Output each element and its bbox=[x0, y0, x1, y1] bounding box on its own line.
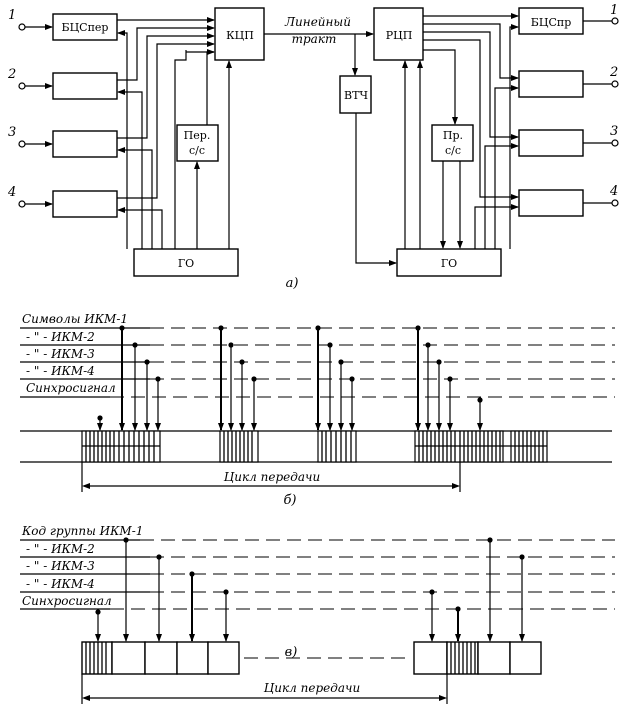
rcp-label: РЦП bbox=[386, 29, 413, 42]
bcs-send-block bbox=[52, 13, 118, 41]
encoder-block-2 bbox=[52, 72, 118, 100]
kcp-block bbox=[214, 7, 265, 61]
row-label-b-1: Символы ИКМ-1 bbox=[22, 312, 128, 326]
output-number-1: 1 bbox=[610, 3, 618, 18]
bcs-recv-label: БЦСпр bbox=[531, 16, 571, 29]
symbol-groups-b bbox=[81, 430, 548, 463]
go-left-label: ГО bbox=[178, 257, 194, 270]
decoder-block-2 bbox=[518, 70, 584, 98]
sync-transmitter-label-1: Пер. bbox=[184, 129, 211, 142]
row-label-b-2: - " - ИКМ-2 bbox=[26, 330, 95, 344]
decoder-block-4 bbox=[518, 189, 584, 217]
sync-transmitter-label-2: с/с bbox=[189, 144, 205, 157]
timing-diagram-b: Символы ИКМ-1 - " - ИКМ-2 - " - ИКМ-3 - … bbox=[20, 312, 615, 508]
input-number-3: 3 bbox=[8, 125, 16, 140]
decoder-block-3 bbox=[518, 129, 584, 157]
output-number-4: 4 bbox=[609, 184, 618, 199]
vtch-label: ВТЧ bbox=[344, 89, 368, 102]
caption-c: в) bbox=[285, 645, 298, 660]
row-label-b-5: Синхросигнал bbox=[26, 381, 116, 395]
rcp-block bbox=[373, 7, 424, 61]
timing-diagram-c: Код группы ИКМ-1 - " - ИКМ-2 - " - ИКМ-3… bbox=[20, 524, 615, 704]
bcs-send-label: БЦСпер bbox=[62, 21, 109, 34]
left-data-lines bbox=[117, 17, 232, 249]
caption-a: а) bbox=[286, 276, 299, 291]
caption-b: б) bbox=[283, 493, 296, 508]
go-right-block bbox=[396, 248, 502, 277]
input-number-4: 4 bbox=[7, 185, 16, 200]
sync-receiver-block bbox=[431, 124, 474, 162]
code-pointers-c bbox=[95, 537, 525, 642]
line-label-2: тракт bbox=[292, 32, 337, 46]
output-number-2: 2 bbox=[609, 65, 618, 80]
sync-receiver-label-1: Пр. bbox=[443, 129, 463, 142]
row-label-c-4: - " - ИКМ-4 bbox=[26, 577, 95, 591]
input-terminals bbox=[18, 23, 53, 208]
input-number-2: 2 bbox=[7, 67, 16, 82]
row-label-b-3: - " - ИКМ-3 bbox=[26, 347, 95, 361]
row-label-c-1: Код группы ИКМ-1 bbox=[21, 524, 143, 538]
encoder-block-4 bbox=[52, 190, 118, 218]
row-label-c-3: - " - ИКМ-3 bbox=[26, 559, 95, 573]
right-data-lines bbox=[402, 13, 519, 249]
symbol-pointers-b bbox=[97, 325, 483, 431]
sync-receiver-label-2: с/с bbox=[445, 144, 461, 157]
row-label-c-2: - " - ИКМ-2 bbox=[26, 542, 95, 556]
sync-transmitter-block bbox=[176, 124, 219, 162]
block-diagram-a: 1 2 3 4 БЦСпер КЦП Пер. с/с ГО bbox=[7, 3, 619, 291]
go-left-block bbox=[133, 248, 239, 277]
encoder-block-3 bbox=[52, 130, 118, 158]
frame-boxes-c bbox=[81, 641, 542, 675]
input-number-1: 1 bbox=[8, 8, 16, 23]
kcp-label: КЦП bbox=[226, 29, 254, 42]
row-label-b-4: - " - ИКМ-4 bbox=[26, 364, 95, 378]
output-terminals bbox=[583, 17, 619, 207]
go-right-label: ГО bbox=[441, 257, 457, 270]
vtch-block bbox=[339, 75, 372, 114]
cycle-label-c: Цикл передачи bbox=[264, 681, 360, 695]
line-label-1: Линейный bbox=[284, 15, 351, 29]
cycle-label-b: Цикл передачи bbox=[224, 470, 320, 484]
output-number-3: 3 bbox=[610, 124, 618, 139]
row-label-c-5: Синхросигнал bbox=[22, 594, 112, 608]
